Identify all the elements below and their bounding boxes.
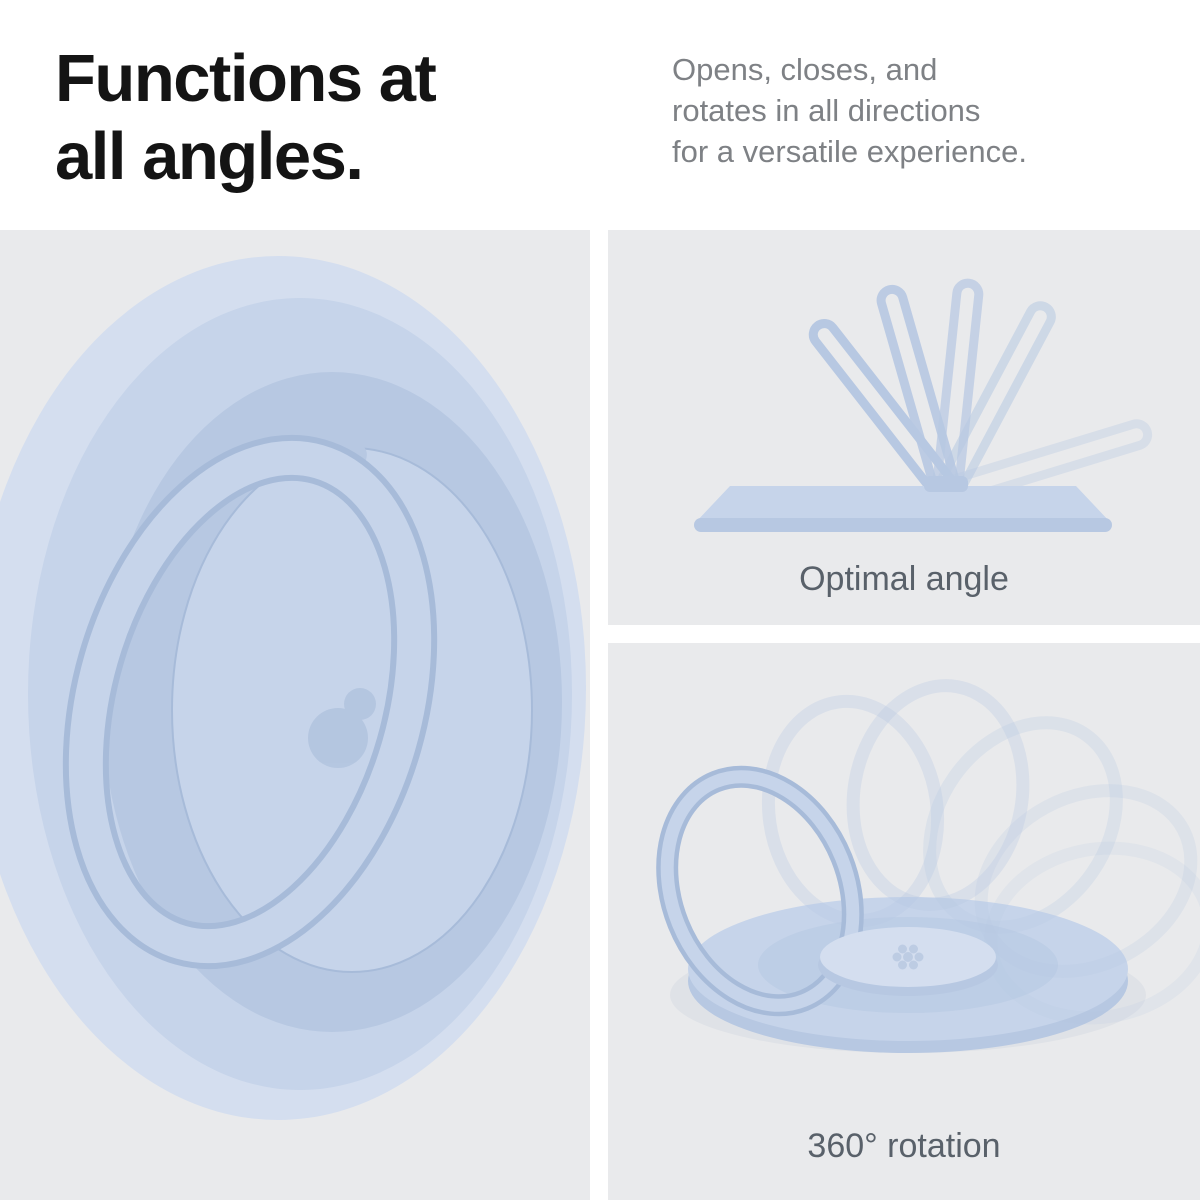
page-description-line-2: rotates in all directions: [672, 92, 981, 128]
rotation-caption: 360° rotation: [807, 1127, 1001, 1165]
panel-optimal-angle: Optimal angle: [608, 230, 1200, 625]
page-description-line-3: for a versatile experience.: [672, 133, 1027, 169]
flower-logo-icon: [892, 944, 924, 970]
rotation-illustration: [656, 679, 1200, 1053]
page-title: Functions at all angles.: [55, 40, 437, 197]
optimal-angle-illustration: [694, 278, 1153, 532]
base-plate: [694, 476, 1112, 532]
ring-angle-fan: [808, 278, 1153, 506]
optimal-angle-caption: Optimal angle: [799, 560, 1009, 598]
spigen-logo-icon: [308, 688, 376, 768]
panel-ring-closeup: [0, 230, 590, 1200]
ring-closeup-illustration: [0, 256, 586, 1120]
base-hinge: [924, 476, 968, 492]
grip-ring: [62, 434, 438, 970]
rotation-ring-solid: [656, 765, 864, 1017]
panel-360-rotation: 360° rotation: [608, 643, 1200, 1200]
page-description: Opens, closes, and rotates in all direct…: [672, 50, 1027, 173]
page-title-line-1: Functions at: [55, 41, 437, 116]
page-description-line-1: Opens, closes, and: [672, 52, 938, 87]
rotation-hub: [818, 927, 998, 996]
page-title-line-2: all angles.: [55, 119, 364, 195]
